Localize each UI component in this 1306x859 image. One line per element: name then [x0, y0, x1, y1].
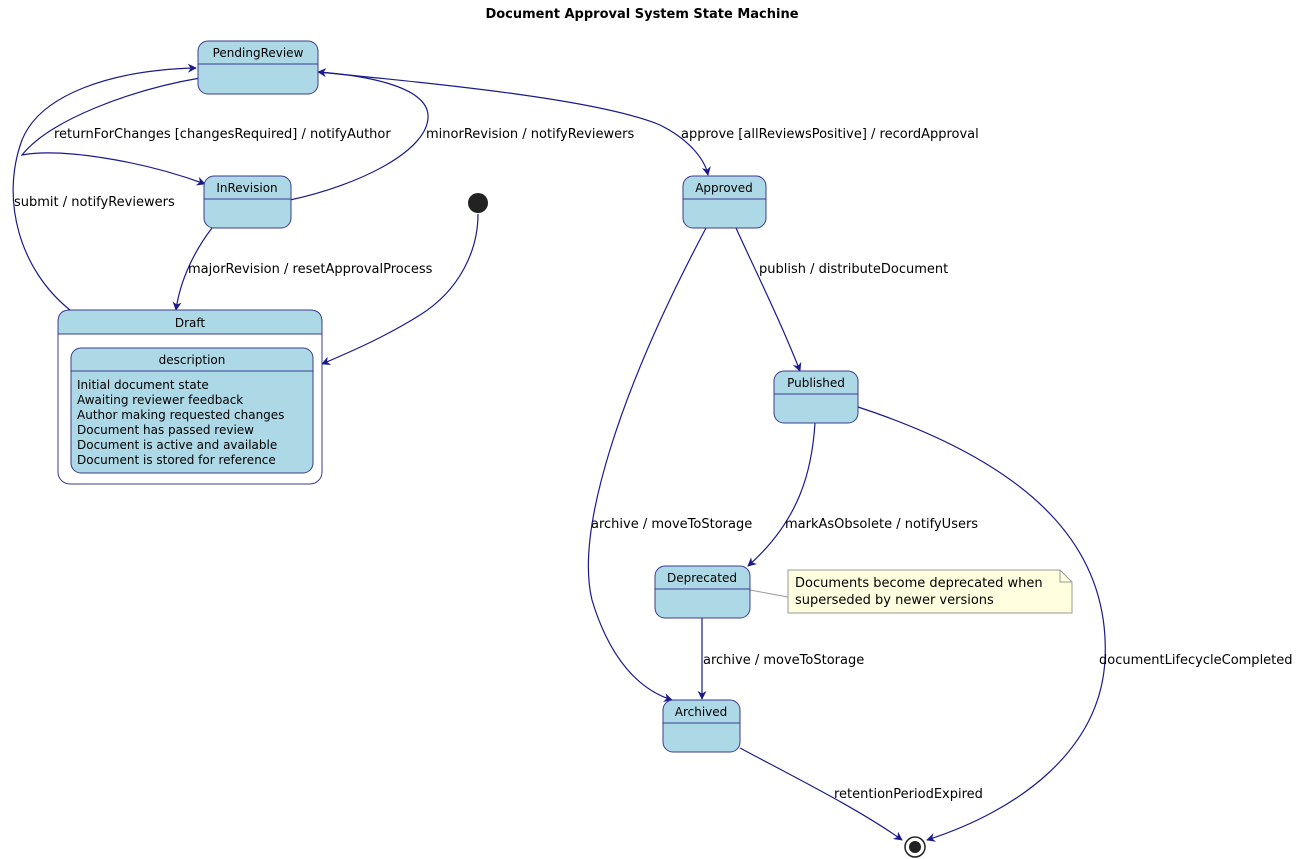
- state-in-revision-label: InRevision: [216, 181, 277, 195]
- label-submit: submit / notifyReviewers: [14, 195, 175, 210]
- state-deprecated-label: Deprecated: [667, 571, 737, 585]
- description-line: Document is stored for reference: [77, 453, 276, 467]
- state-approved-label: Approved: [695, 181, 753, 195]
- diagram-title: Document Approval System State Machine: [485, 7, 798, 22]
- edge-initial: [321, 213, 479, 365]
- note-connector: [749, 589, 789, 598]
- label-approve: approve [allReviewsPositive] / recordApp…: [681, 127, 979, 142]
- state-draft: Draft description Initial document state…: [57, 309, 323, 485]
- description-line: Author making requested changes: [77, 408, 284, 422]
- description-line: Initial document state: [77, 378, 209, 392]
- note-line-2: superseded by newer versions: [795, 593, 994, 608]
- state-approved: Approved: [682, 175, 767, 229]
- description-line: Document is active and available: [77, 438, 277, 452]
- edge-minor-revision: [289, 68, 429, 201]
- initial-state: [468, 193, 488, 213]
- state-pending-review-label: PendingReview: [213, 46, 304, 60]
- state-archived: Archived: [662, 699, 741, 753]
- draft-description-title: description: [159, 353, 226, 367]
- edge-retention-expired: [739, 747, 903, 841]
- label-lifecycle-completed: documentLifecycleCompleted: [1099, 653, 1293, 668]
- edge-archive-from-approved: [587, 227, 707, 702]
- note-line-1: Documents become deprecated when: [795, 576, 1043, 591]
- label-archive-from-approved: archive / moveToStorage: [591, 517, 752, 532]
- edge-major-revision: [172, 227, 213, 311]
- deprecation-note: Documents become deprecated when superse…: [787, 569, 1073, 614]
- state-deprecated: Deprecated: [654, 565, 751, 619]
- label-retention-expired: retentionPeriodExpired: [834, 787, 983, 802]
- label-publish: publish / distributeDocument: [759, 262, 948, 277]
- description-line: Awaiting reviewer feedback: [77, 393, 243, 407]
- state-published-label: Published: [787, 376, 845, 390]
- label-archive-from-deprecated: archive / moveToStorage: [703, 653, 864, 668]
- edge-lifecycle-completed: [857, 406, 1106, 842]
- state-in-revision: InRevision: [203, 175, 292, 229]
- label-major-revision: majorRevision / resetApprovalProcess: [188, 262, 433, 277]
- description-line: Document has passed review: [77, 423, 254, 437]
- edge-mark-obsolete: [747, 422, 816, 567]
- draft-description-box: description Initial document state Await…: [70, 347, 314, 474]
- edge-publish: [735, 227, 802, 372]
- final-state: [904, 836, 926, 858]
- edge-submit: [12, 63, 197, 311]
- label-mark-obsolete: markAsObsolete / notifyUsers: [785, 517, 978, 532]
- label-minor-revision: minorRevision / notifyReviewers: [426, 127, 634, 142]
- state-archived-label: Archived: [675, 705, 728, 719]
- state-draft-label: Draft: [175, 316, 206, 330]
- edge-return-for-changes: [20, 77, 206, 186]
- state-pending-review: PendingReview: [197, 40, 319, 95]
- state-published: Published: [773, 370, 859, 424]
- label-return-for-changes: returnForChanges [changesRequired] / not…: [54, 127, 391, 142]
- edge-approve: [317, 71, 711, 176]
